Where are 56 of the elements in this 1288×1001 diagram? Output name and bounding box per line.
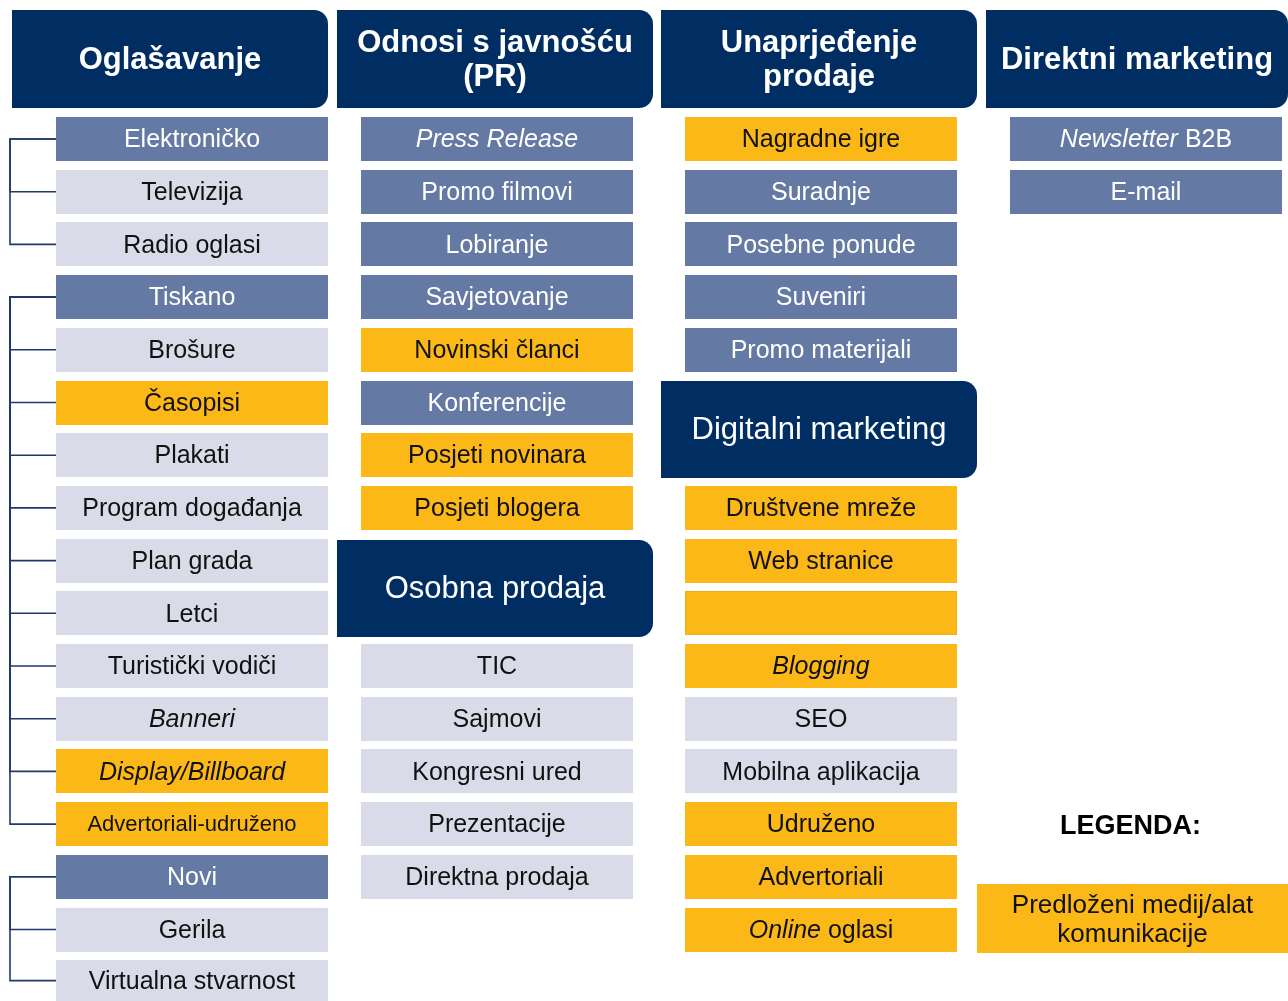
media-item: E-mail (1010, 169, 1282, 214)
media-item: Posjeti blogera (361, 485, 633, 530)
category-header: Unaprjeđenje prodaje (661, 10, 977, 108)
media-item: TIC (361, 644, 633, 688)
legend-swatch: Predloženi medij/alat komunikacije (977, 884, 1288, 953)
media-item: Časopisi (56, 380, 328, 425)
media-item: Prezentacije (361, 802, 633, 847)
media-item: Plan grada (56, 538, 328, 583)
category-header: Digitalni marketing (661, 381, 977, 478)
category-header: Oglašavanje (12, 10, 328, 108)
media-item: Brošure (56, 327, 328, 372)
media-item: Novi (56, 854, 328, 899)
media-item: Mobilna aplikacija (685, 749, 957, 794)
media-item: Konferencije (361, 380, 633, 425)
media-item: Gerila (56, 907, 328, 952)
media-item: Tiskano (56, 275, 328, 320)
media-item: Online oglasi (685, 907, 957, 952)
media-item: Savjetovanje (361, 275, 633, 320)
media-item: Direktna prodaja (361, 854, 633, 899)
media-item: Press Release (361, 117, 633, 161)
category-header: Direktni marketing (986, 10, 1288, 108)
media-item: Kongresni ured (361, 749, 633, 794)
media-item: Radio oglasi (56, 222, 328, 267)
media-item: Virtualna stvarnost (56, 960, 328, 1001)
media-item: Letci (56, 591, 328, 636)
media-item: Program događanja (56, 485, 328, 530)
media-item: SEO (685, 696, 957, 741)
category-header: Osobna prodaja (337, 540, 653, 637)
media-item: Web stranice (685, 538, 957, 583)
media-item: Banneri (56, 696, 328, 741)
media-item (685, 591, 957, 636)
media-item: Turistički vodiči (56, 644, 328, 688)
media-item: Suveniri (685, 275, 957, 320)
media-item: Udruženo (685, 802, 957, 847)
legend-title: LEGENDA: (1060, 810, 1201, 841)
category-header: Odnosi s javnošću (PR) (337, 10, 653, 108)
media-item: Posjeti novinara (361, 433, 633, 478)
connector-line (9, 138, 57, 246)
media-item: Promo materijali (685, 327, 957, 372)
media-item: Elektroničko (56, 117, 328, 161)
media-item: Nagradne igre (685, 117, 957, 161)
media-item: Društvene mreže (685, 485, 957, 530)
media-item: Sajmovi (361, 696, 633, 741)
media-item: Televizija (56, 169, 328, 214)
media-item: Promo filmovi (361, 169, 633, 214)
media-item: Newsletter B2B (1010, 117, 1282, 161)
media-item: Novinski članci (361, 327, 633, 372)
media-item: Lobiranje (361, 222, 633, 267)
connector-line (9, 876, 57, 982)
media-item: Advertoriali-udruženo (56, 802, 328, 847)
media-item: Posebne ponude (685, 222, 957, 267)
media-item: Plakati (56, 433, 328, 478)
media-item: Display/Billboard (56, 749, 328, 794)
media-item: Blogging (685, 644, 957, 688)
media-item: Advertoriali (685, 854, 957, 899)
media-item: Suradnje (685, 169, 957, 214)
